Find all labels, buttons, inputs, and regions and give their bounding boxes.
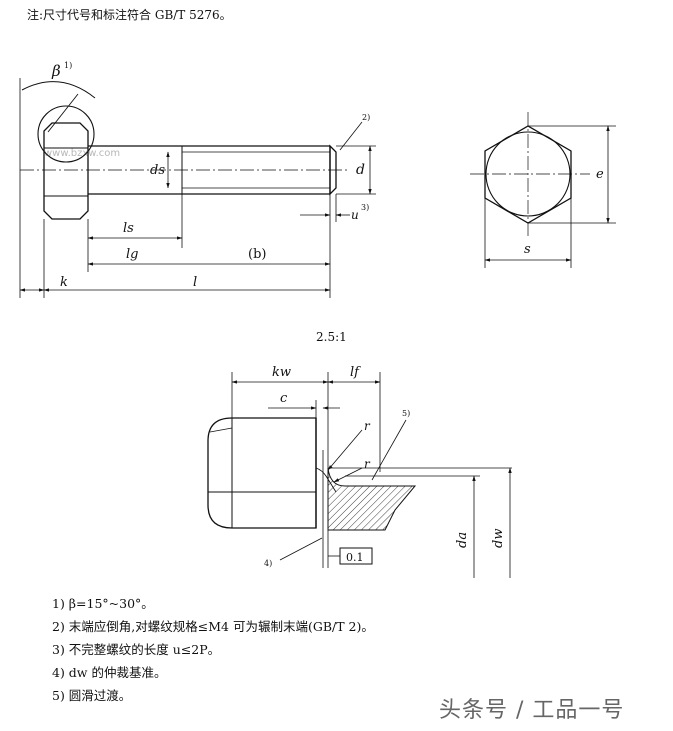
tolerance-value: 0.1 [346, 551, 364, 564]
footnote-3: 3) 不完整螺纹的长度 u≤2P。 [52, 642, 221, 657]
footnote-1: 1) β=15°~30°。 [52, 596, 154, 611]
dim-da: da [455, 532, 470, 548]
detail-head [207, 417, 317, 529]
watermark: 头条号 / 工品一号 [439, 698, 625, 723]
ref-4: 4) [264, 559, 272, 568]
dim-r-1: r [364, 419, 371, 433]
dim-dw: dw [491, 529, 506, 548]
ref-5: 5) [402, 409, 410, 418]
detail-scale: 2.5:1 [316, 330, 347, 344]
u-ref: 3) [361, 203, 369, 212]
footnote-5: 5) 圆滑过渡。 [52, 688, 132, 703]
dim-e: e [596, 167, 604, 182]
dim-l: l [193, 275, 197, 290]
ref-2: 2) [362, 113, 370, 122]
dim-s: s [524, 242, 531, 257]
bolt-side-view [19, 78, 376, 298]
bolt-head [43, 122, 89, 220]
dim-kw: kw [272, 365, 291, 380]
header-note: 注:尺寸代号和标注符合 GB/T 5276。 [27, 8, 232, 22]
dim-lg: lg [126, 247, 138, 262]
beta-ref: 1) [64, 61, 72, 70]
detail-view [207, 372, 512, 578]
dim-ls: ls [123, 221, 134, 236]
dim-c: c [280, 391, 288, 406]
view-b-label: (b) [248, 247, 266, 262]
dim-r-2: r [364, 457, 371, 471]
footnote-2: 2) 末端应倒角,对螺纹规格≤M4 可为辗制末端(GB/T 2)。 [52, 619, 374, 634]
dim-ds: ds [150, 163, 165, 178]
footnote-4: 4) dw 的仲裁基准。 [52, 665, 167, 680]
dim-k: k [60, 275, 68, 290]
footnotes: 1) β=15°~30°。 2) 末端应倒角,对螺纹规格≤M4 可为辗制末端(G… [52, 592, 374, 707]
hex-end-view [470, 112, 616, 268]
dim-u: u [351, 208, 359, 222]
beta-label: β [51, 62, 61, 80]
dim-d: d [356, 162, 365, 178]
dim-lf: lf [350, 365, 361, 380]
faint-watermark: www.bzxw.com [44, 148, 121, 159]
